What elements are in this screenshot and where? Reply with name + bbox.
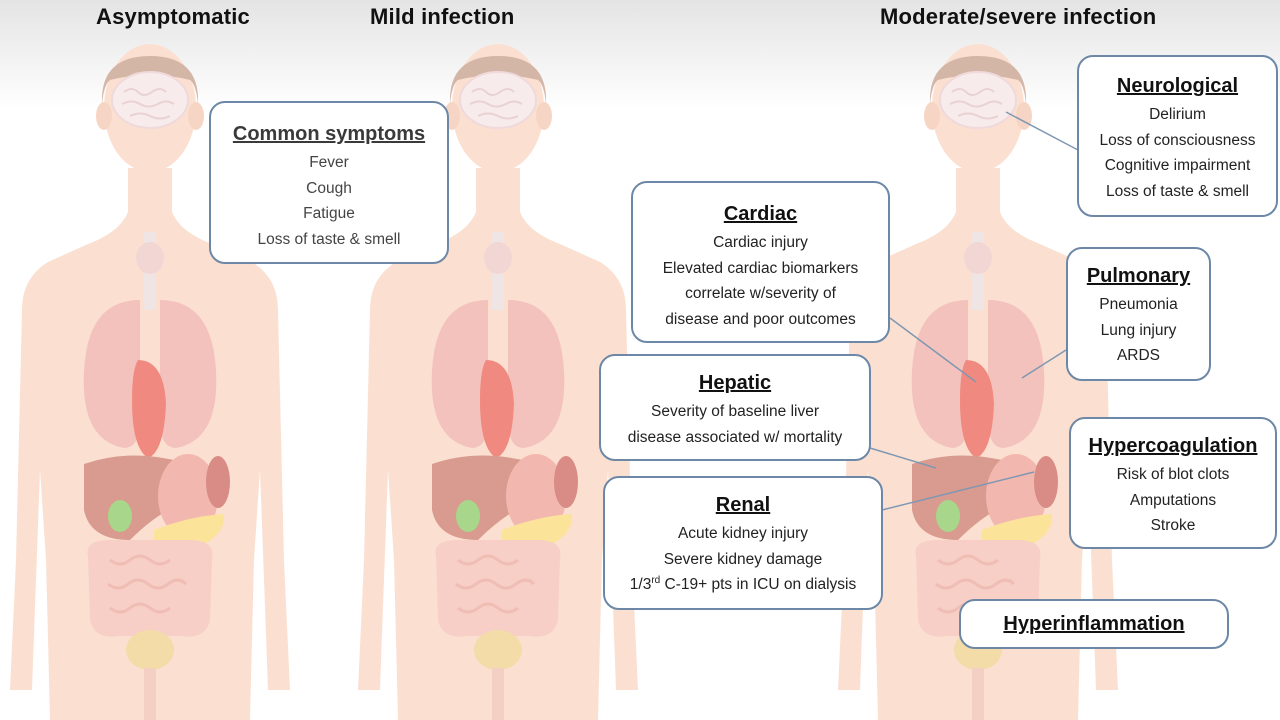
common-symptoms-title: Common symptoms [232,123,426,145]
neurological-line-1: Delirium [1149,106,1206,123]
pulmonary-line-1: Pneumonia [1099,296,1178,313]
hypercoagulation-box: Hypercoagulation Risk of blot clots Ampu… [1069,417,1277,549]
neurological-line-4: Loss of taste & smell [1105,182,1249,200]
pulmonary-title: Pulmonary [1086,265,1191,287]
hypercoagulation-title: Hypercoagulation [1088,435,1258,457]
hypercoagulation-line-3: Stroke [1150,517,1196,534]
cardiac-box: Cardiac Cardiac injury Elevated cardiac … [631,181,890,343]
hypercoagulation-line-2: Amputations [1129,491,1217,509]
pulmonary-line-3: ARDS [1116,347,1161,364]
connector-renal [881,471,1035,511]
hyperinflammation-box: Hyperinflammation [959,599,1229,649]
heading-mild-infection: Mild infection [370,4,515,29]
cardiac-title: Cardiac [723,203,798,225]
renal-line-3: 1/3rd C-19+ pts in ICU on dialysis [605,572,881,598]
connector-pulmonary [1021,349,1067,379]
top-fade [0,0,1280,110]
hypercoagulation-line-1: Risk of blot clots [1116,466,1230,483]
renal-box: Renal Acute kidney injury Severe kidney … [603,476,883,610]
heading-asymptomatic: Asymptomatic [96,4,250,29]
pulmonary-box: Pulmonary Pneumonia Lung injury ARDS [1066,247,1211,381]
connector-neurological [1005,111,1079,151]
cardiac-line-2: Elevated cardiac biomarkers [662,259,859,277]
symptom-fever: Fever [309,154,349,171]
renal-line-3-prefix: 1/3 [629,576,652,593]
heading-moderate-severe-infection: Moderate/severe infection [880,4,1157,29]
renal-line-1: Acute kidney injury [677,525,809,542]
connector-cardiac [889,317,977,383]
neurological-line-2: Loss of consciousness [1099,131,1256,149]
neurological-box: Neurological Delirium Loss of consciousn… [1077,55,1278,217]
cardiac-line-4: disease and poor outcomes [665,310,856,328]
hepatic-line-1: Severity of baseline liver [651,403,819,420]
renal-line-3-sup: rd [651,574,661,586]
renal-line-3-suffix: C-19+ pts in ICU on dialysis [660,576,857,593]
connector-hepatic [869,447,937,469]
cardiac-line-1: Cardiac injury [713,234,808,251]
hyperinflammation-title: Hyperinflammation [1003,613,1185,635]
neurological-line-3: Cognitive impairment [1104,157,1251,174]
common-symptoms-box: Common symptoms Fever Cough Fatigue Loss… [209,101,449,264]
hepatic-line-2: disease associated w/ mortality [627,428,843,446]
symptom-loss-taste-smell: Loss of taste & smell [257,230,401,248]
hepatic-box: Hepatic Severity of baseline liver disea… [599,354,871,461]
neurological-title: Neurological [1116,75,1239,97]
symptom-cough: Cough [306,179,352,197]
pulmonary-line-2: Lung injury [1100,321,1177,339]
renal-line-2: Severe kidney damage [663,550,823,568]
cardiac-line-3: correlate w/severity of [685,285,836,302]
symptom-fatigue: Fatigue [303,205,355,222]
hepatic-title: Hepatic [698,372,772,394]
renal-title: Renal [715,494,771,516]
